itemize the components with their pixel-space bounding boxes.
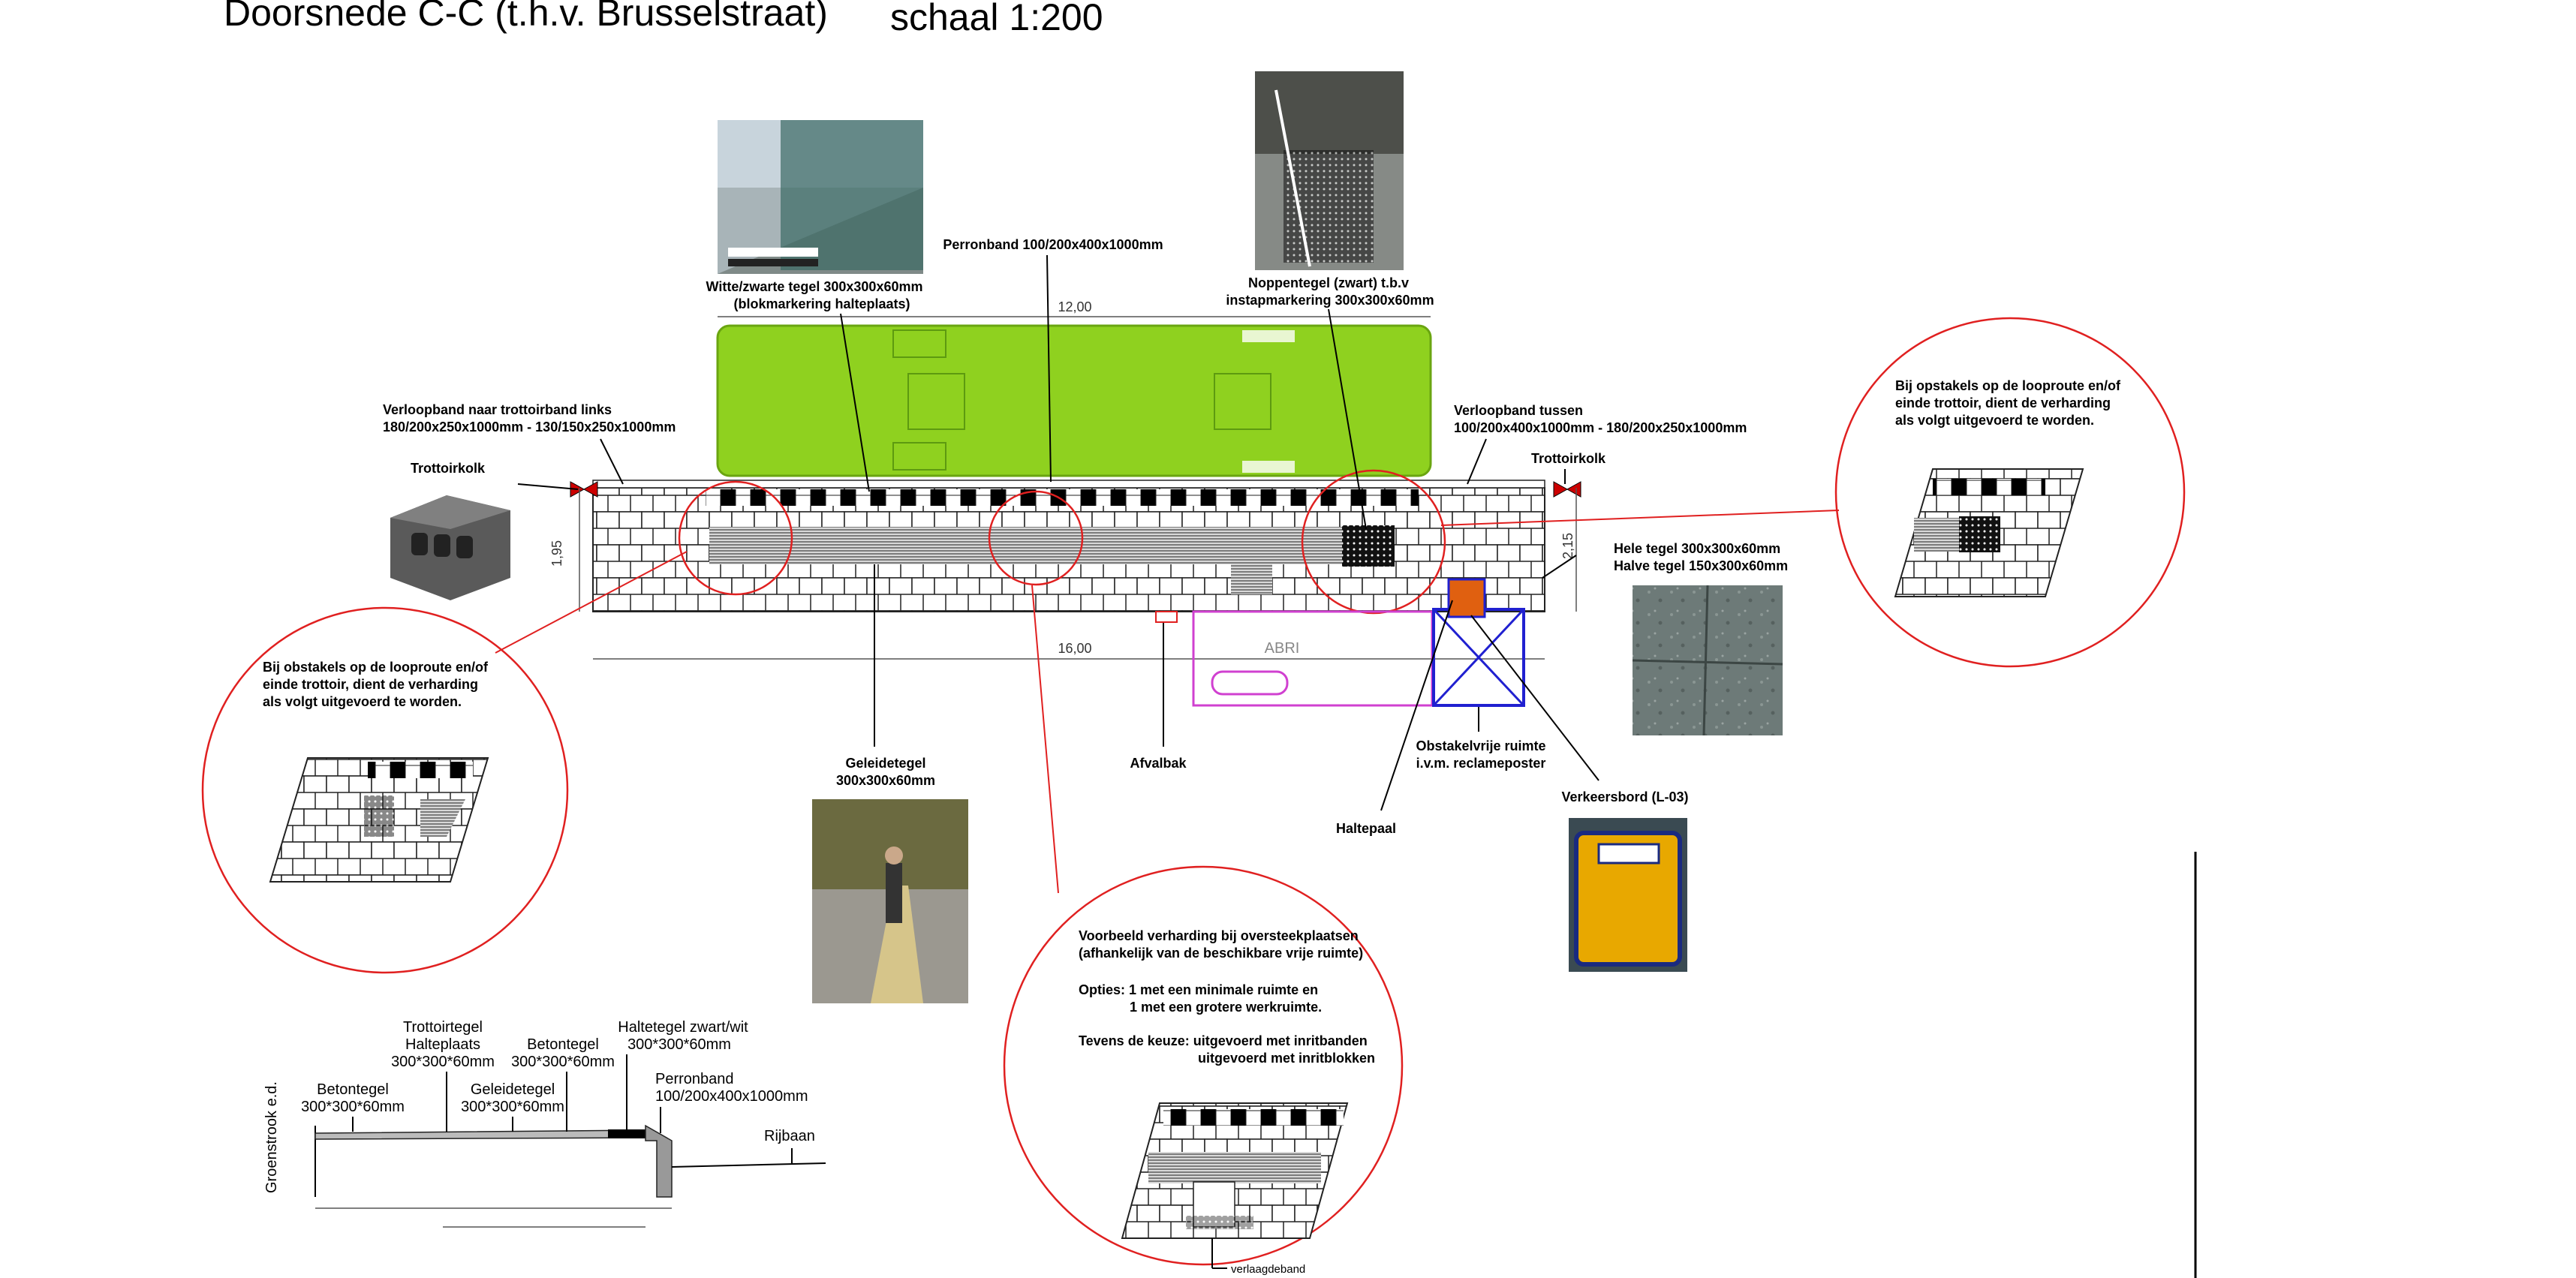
cs-geleidetegel-size: 300*300*60mm xyxy=(461,1099,564,1115)
photo-traffic-sign xyxy=(1569,818,1687,972)
label-verloopband-links-size: 180/200x250x1000mm - 130/150x250x1000mm xyxy=(383,419,676,435)
callout-connector-right xyxy=(1440,510,1840,526)
label-perronband: Perronband 100/200x400x1000mm xyxy=(943,237,1163,252)
label-trottoirkolk-left: Trottoirkolk xyxy=(411,461,486,476)
cs-perronband: Perronband xyxy=(655,1071,734,1087)
label-witte-zwarte-tegel: Witte/zwarte tegel 300x300x60mm xyxy=(706,279,923,294)
label-instapmarkering: instapmarkering 300x300x60mm xyxy=(1226,293,1434,308)
label-geleidetegel-size: 300x300x60mm xyxy=(836,773,935,788)
callout-bottom-detail xyxy=(1121,1102,1349,1269)
label-haltepaal: Haltepaal xyxy=(1336,821,1396,836)
dimension-right: 2,15 xyxy=(1560,533,1575,559)
photo-tactile-tiles xyxy=(1255,71,1404,270)
cs-betontegel-mid-size: 300*300*60mm xyxy=(511,1054,615,1070)
label-obstakelvrij: Obstakelvrije ruimte xyxy=(1416,738,1545,753)
label-verloopband-tussen: Verloopband tussen xyxy=(1454,403,1583,418)
cross-section-profile xyxy=(314,1124,826,1228)
label-verlaagdeband: verlaagdeband xyxy=(1231,1263,1305,1276)
callout-circle-bottom xyxy=(1003,865,1404,1266)
trottoirkolk-image xyxy=(390,495,510,600)
cs-groenstrook: Groenstrook e.d. xyxy=(263,1081,280,1193)
platform-paving xyxy=(592,480,1545,612)
leader-verkeersbord xyxy=(1470,615,1599,781)
cs-geleidetegel: Geleidetegel xyxy=(471,1081,555,1098)
callout-left-line1: Bij obstakels op de looproute en/of xyxy=(263,660,489,675)
obstacle-free-zone xyxy=(1432,608,1525,707)
callout-marker-right xyxy=(1301,469,1446,615)
callout-circle-left xyxy=(201,606,569,974)
cs-haltetegel: Haltetegel zwart/wit xyxy=(618,1019,748,1036)
label-reclameposter: i.v.m. reclameposter xyxy=(1416,756,1546,771)
label-verloopband-tussen-size: 100/200x400x1000mm - 180/200x250x1000mm xyxy=(1454,420,1747,435)
callout-connector-bottom xyxy=(1031,585,1059,894)
trottoirkolk-left-symbol-b xyxy=(582,481,598,498)
photo-block-marking xyxy=(718,120,923,274)
label-noppentegel: Noppentegel (zwart) t.b.v xyxy=(1248,275,1409,290)
photo-guide-tiles xyxy=(812,799,968,1003)
label-verloopband-links: Verloopband naar trottoirband links xyxy=(383,402,612,417)
label-blokmarkering: (blokmarkering halteplaats) xyxy=(733,296,910,311)
leader-verloopband-links xyxy=(600,438,624,485)
leader-perronband xyxy=(1046,254,1052,483)
cs-trottoirtegel: Trottoirtegel xyxy=(403,1019,483,1036)
label-trottoirkolk-right: Trottoirkolk xyxy=(1531,451,1606,466)
callout-marker-left xyxy=(678,480,793,596)
callout-bottom-line1: Voorbeeld verharding bij oversteekplaats… xyxy=(1079,928,1359,943)
leader-hele-tegel xyxy=(1542,555,1577,579)
callout-bottom-keuze1: Tevens de keuze: uitgevoerd met inritban… xyxy=(1079,1033,1368,1048)
bus-outline xyxy=(716,324,1432,477)
callout-right-line3: als volgt uitgevoerd te worden. xyxy=(1895,413,2094,428)
trottoirkolk-right-symbol xyxy=(1553,481,1569,498)
cs-halteplaats: Halteplaats xyxy=(405,1036,480,1053)
photo-paving-tiles xyxy=(1632,585,1783,736)
cs-haltetegel-size: 300*300*60mm xyxy=(627,1036,731,1053)
label-verkeersbord: Verkeersbord (L-03) xyxy=(1561,789,1688,804)
label-hele-tegel: Hele tegel 300x300x60mm xyxy=(1614,541,1780,556)
drawing-scale: schaal 1:200 xyxy=(890,0,1103,38)
callout-bottom-keuze2: uitgevoerd met inritblokken xyxy=(1198,1051,1375,1066)
callout-right-detail xyxy=(1894,468,2084,597)
cs-betontegel-left-size: 300*300*60mm xyxy=(301,1099,405,1115)
callout-left-detail xyxy=(269,757,489,883)
callout-left-line2: einde trottoir, dient de verharding xyxy=(263,677,478,692)
callout-right-line2: einde trottoir, dient de verharding xyxy=(1895,395,2111,410)
label-afvalbak: Afvalbak xyxy=(1130,756,1187,771)
dimension-bus: 12,00 xyxy=(1058,299,1091,314)
leader-witte-zwarte xyxy=(840,313,870,492)
drawing-title: Doorsnede C-C (t.h.v. Brusselstraat) xyxy=(224,0,828,34)
cs-trottoirtegel-size: 300*300*60mm xyxy=(391,1054,495,1070)
label-geleidetegel: Geleidetegel xyxy=(845,756,925,771)
callout-bottom-options2: 1 met een grotere werkruimte. xyxy=(1130,1000,1322,1015)
afvalbak-symbol xyxy=(1155,611,1178,623)
label-halve-tegel: Halve tegel 150x300x60mm xyxy=(1614,558,1788,573)
haltepaal-symbol xyxy=(1447,578,1486,618)
cs-perronband-size: 100/200x400x1000mm xyxy=(655,1088,808,1105)
trottoirkolk-right-symbol-b xyxy=(1566,481,1581,498)
leader-verloopband-tussen xyxy=(1467,438,1487,485)
leader-haltepaal xyxy=(1380,600,1453,811)
dimension-platform: 16,00 xyxy=(1058,641,1091,656)
leader-noppentegel xyxy=(1328,308,1367,530)
callout-left-line3: als volgt uitgevoerd te worden. xyxy=(263,694,462,709)
dimension-left: 1,95 xyxy=(549,540,564,567)
abri-bench xyxy=(1211,670,1289,696)
callout-connector-left xyxy=(495,551,688,654)
cs-betontegel-left: Betontegel xyxy=(317,1081,389,1098)
callout-marker-middle xyxy=(988,490,1084,586)
cs-rijbaan: Rijbaan xyxy=(764,1128,815,1144)
leader-trottoirkolk-left xyxy=(517,483,579,490)
cs-betontegel-mid: Betontegel xyxy=(527,1036,599,1053)
abri-label: ABRI xyxy=(1265,640,1300,657)
callout-bottom-options1: Opties: 1 met een minimale ruimte en xyxy=(1079,982,1318,997)
callout-right-line1: Bij opstakels op de looproute en/of xyxy=(1895,378,2121,393)
callout-bottom-line2: (afhankelijk van de beschikbare vrije ru… xyxy=(1079,946,1363,961)
callout-circle-right xyxy=(1834,317,2186,668)
